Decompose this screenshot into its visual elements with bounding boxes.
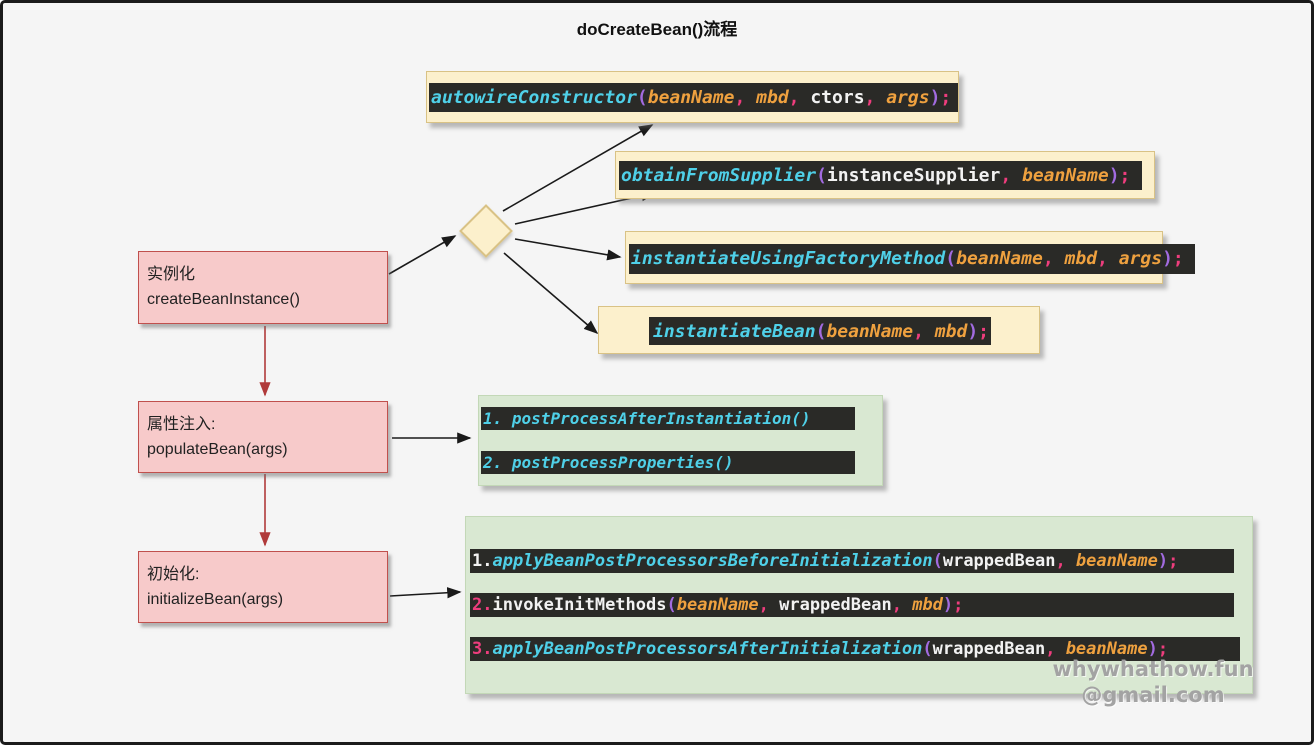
code-apply-before-initialization: 1.applyBeanPostProcessorsBeforeInitializ… bbox=[470, 549, 1234, 573]
stage-instantiation: 实例化 createBeanInstance() bbox=[138, 251, 388, 324]
arrow-diamond-to-factory-method bbox=[514, 238, 622, 261]
watermark-email: @gmail.com bbox=[1081, 683, 1225, 707]
code-apply-after-initialization: 3.applyBeanPostProcessorsAfterInitializa… bbox=[470, 637, 1240, 661]
code-invoke-init-methods: 2.invokeInitMethods(beanName, wrappedBea… bbox=[470, 593, 1234, 617]
stage-initialize-label: 初始化: bbox=[147, 566, 200, 583]
arrow-instantiation-to-diamond bbox=[388, 235, 457, 275]
watermark: whywhathow.fun @gmail.com bbox=[1043, 656, 1263, 708]
stage-populate-label: 属性注入: bbox=[147, 416, 216, 433]
watermark-site: whywhathow.fun bbox=[1052, 657, 1254, 681]
stage-populate-method: populateBean(args) bbox=[147, 441, 288, 458]
note-obtain-from-supplier: obtainFromSupplier(instanceSupplier, bea… bbox=[615, 151, 1155, 199]
stage-instantiation-label: 实例化 bbox=[147, 266, 196, 283]
decision-diamond bbox=[459, 204, 513, 258]
code-instantiate-bean: instantiateBean(beanName, mbd); bbox=[649, 317, 991, 345]
note-populate-steps: 1. postProcessAfterInstantiation() 2. po… bbox=[478, 395, 883, 486]
stage-instantiation-method: createBeanInstance() bbox=[147, 291, 300, 308]
stage-initialize-method: initializeBean(args) bbox=[147, 591, 284, 608]
code-autowire-constructor: autowireConstructor(beanName, mbd, ctors… bbox=[429, 83, 958, 112]
stage-populate: 属性注入: populateBean(args) bbox=[138, 401, 388, 473]
stage-initialize: 初始化: initializeBean(args) bbox=[138, 551, 388, 623]
note-autowire-constructor: autowireConstructor(beanName, mbd, ctors… bbox=[426, 71, 959, 123]
note-initialize-steps: 1.applyBeanPostProcessorsBeforeInitializ… bbox=[465, 516, 1253, 694]
page-title: doCreateBean()流程 bbox=[576, 20, 738, 39]
code-obtain-from-supplier: obtainFromSupplier(instanceSupplier, bea… bbox=[619, 161, 1142, 190]
arrow-initialize-to-steps bbox=[389, 587, 462, 599]
arrow-diamond-to-instantiate-bean bbox=[503, 252, 599, 335]
note-instantiate-bean: instantiateBean(beanName, mbd); bbox=[598, 306, 1040, 354]
note-instantiate-using-factory-method: instantiateUsingFactoryMethod(beanName, … bbox=[625, 231, 1195, 284]
code-post-process-after-instantiation: 1. postProcessAfterInstantiation() bbox=[481, 407, 855, 430]
code-instantiate-using-factory-method: instantiateUsingFactoryMethod(beanName, … bbox=[629, 244, 1195, 274]
code-post-process-properties: 2. postProcessProperties() bbox=[481, 451, 855, 474]
